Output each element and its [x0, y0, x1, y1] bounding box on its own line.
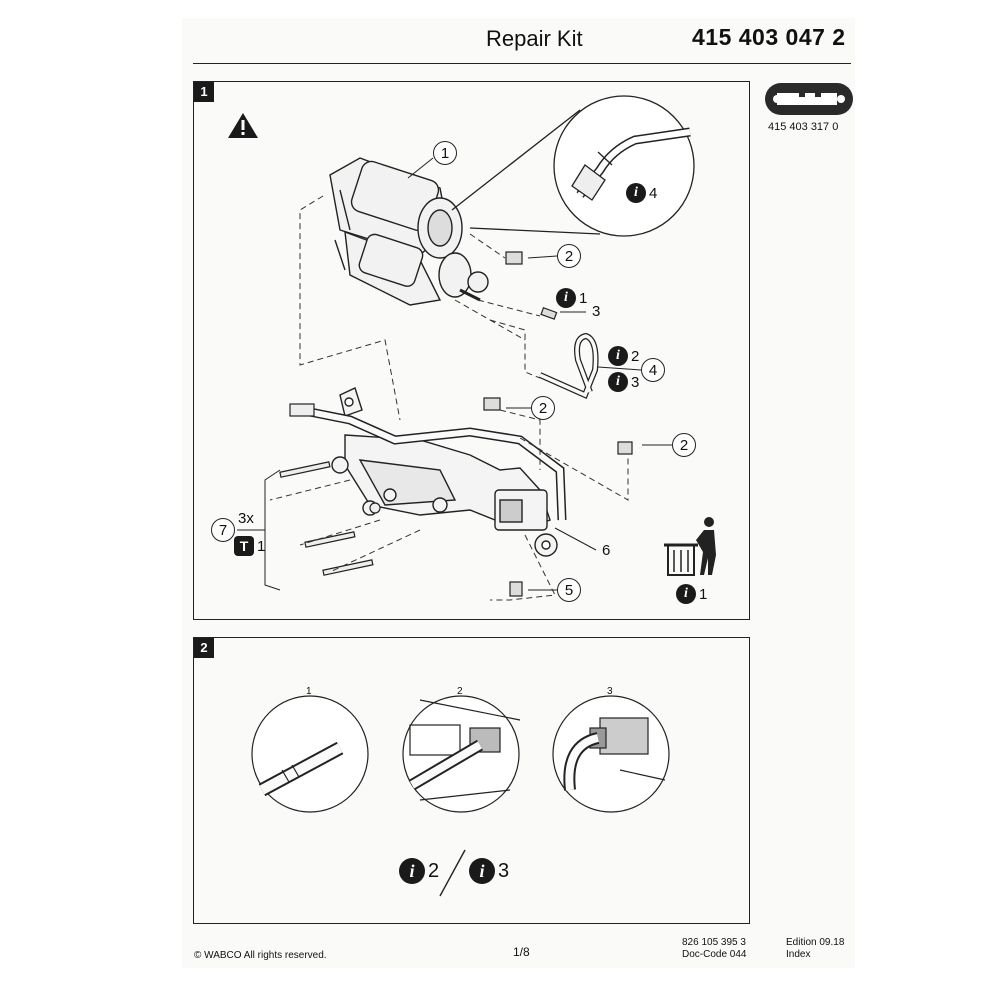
info-icon: i — [608, 346, 628, 366]
header-divider — [193, 63, 851, 64]
edition: Edition 09.18 — [786, 937, 845, 948]
callout-item-6: 6 — [602, 542, 611, 559]
document-number: 826 105 395 3 — [682, 937, 746, 948]
callout-item-2: 2 — [531, 396, 555, 420]
step-number: 3 — [607, 686, 613, 697]
callout-item-4: 4 — [641, 358, 665, 382]
callout-item-3: 3 — [592, 303, 601, 320]
callout-item-2: 2 — [557, 244, 581, 268]
info-icon: i — [399, 858, 425, 884]
info-icon: i — [556, 288, 576, 308]
panel-number: 1 — [194, 82, 214, 102]
assembly-guide-lines — [269, 195, 629, 601]
small-parts-drawing — [483, 251, 633, 597]
document-title: Repair Kit — [486, 26, 583, 51]
detail-magnifier — [451, 95, 695, 237]
warning-icon — [228, 113, 258, 138]
air-pipe-drawing — [289, 403, 567, 521]
torque-icon: T — [234, 536, 254, 556]
callout-item-7: 7 — [211, 518, 235, 542]
callout-item-2: 2 — [672, 433, 696, 457]
panel-2: 2 — [193, 637, 750, 924]
step-1-illustration — [251, 695, 369, 813]
index-label: Index — [786, 949, 811, 960]
info-icon: i — [626, 183, 646, 203]
step-number: 2 — [457, 686, 463, 697]
info-icon: i — [676, 584, 696, 604]
info-separator-line — [439, 849, 466, 897]
tool-part-number: 415 403 317 0 — [768, 121, 839, 133]
panel-1: 1 — [193, 81, 750, 620]
panel-number: 2 — [194, 638, 214, 658]
step-2-illustration — [402, 695, 521, 813]
info-icon: i — [469, 858, 495, 884]
step-number: 1 — [306, 686, 312, 697]
info-icon: i — [608, 372, 628, 392]
callout-item-1: 1 — [433, 141, 457, 165]
part-number: 415 403 047 2 — [692, 24, 846, 50]
page-number: 1/8 — [513, 945, 530, 959]
step-3-illustration — [552, 695, 670, 813]
leader-lines — [237, 157, 672, 591]
compressor-drawing — [329, 157, 489, 306]
service-tool-icon — [765, 83, 853, 115]
copyright: © WABCO All rights reserved. — [194, 950, 327, 961]
bracket-drawing — [331, 387, 558, 557]
screw-drawing — [279, 461, 381, 576]
quantity-label: 3x — [238, 510, 254, 527]
recycle-bin-icon — [664, 517, 716, 576]
callout-item-5: 5 — [557, 578, 581, 602]
document-code: Doc-Code 044 — [682, 949, 747, 960]
